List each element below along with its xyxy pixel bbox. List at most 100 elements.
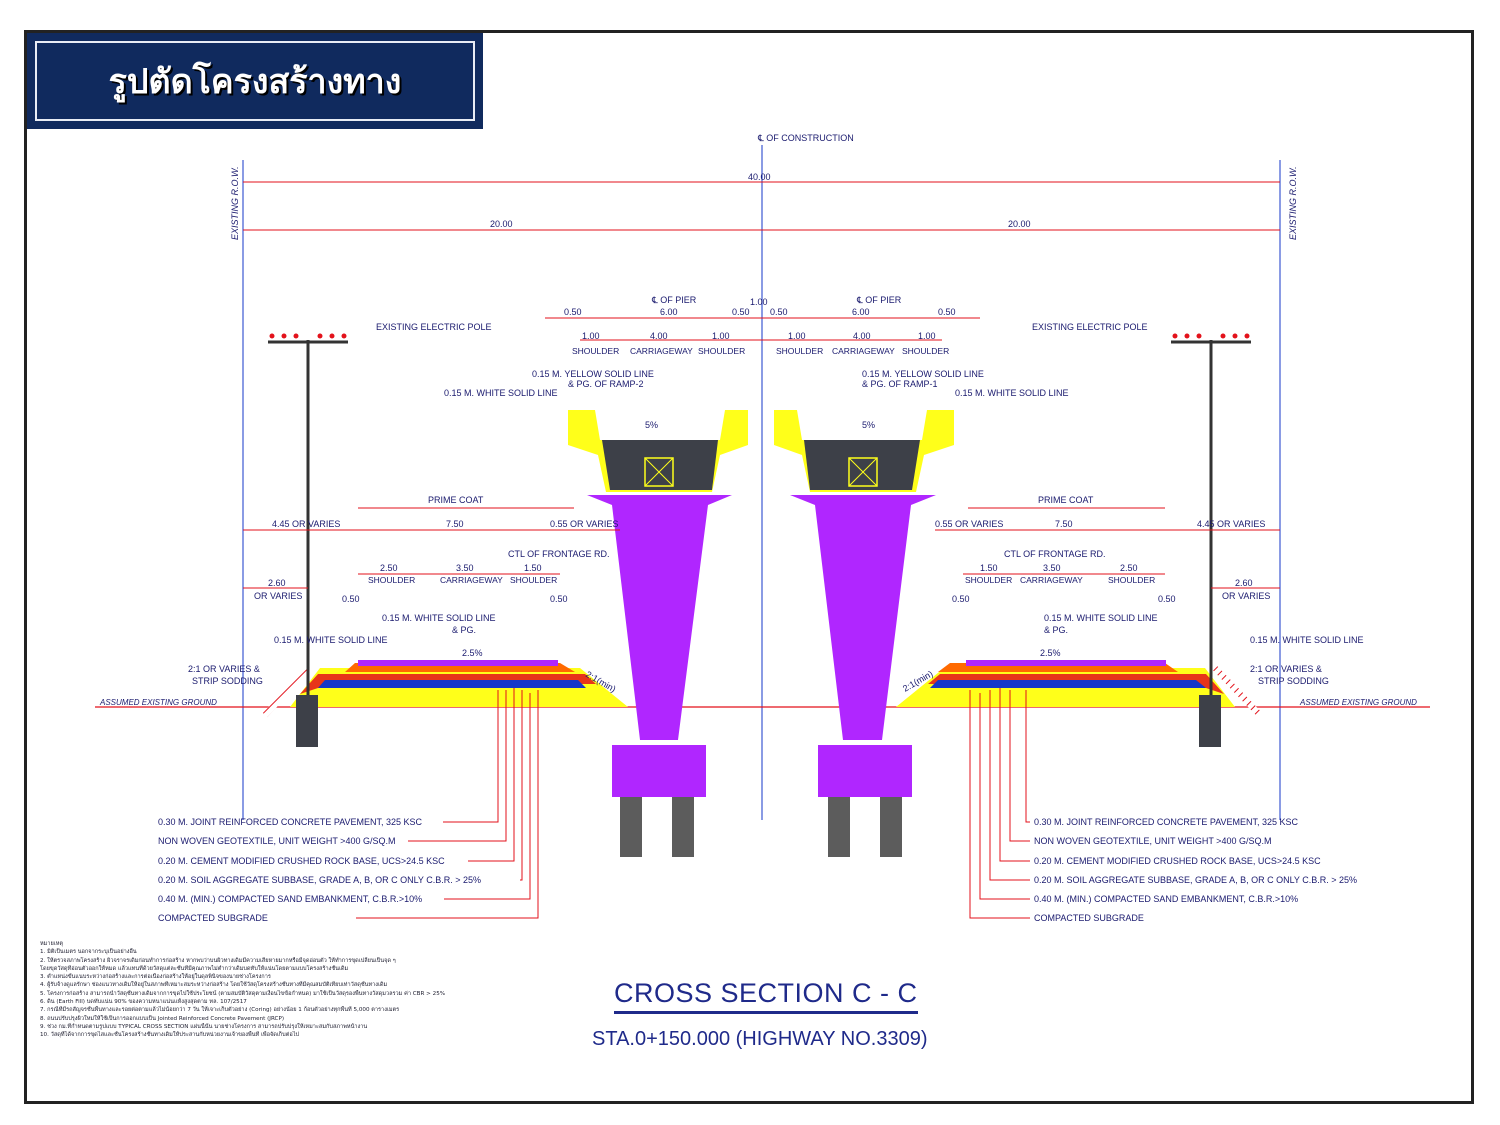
note-line: 3. ตำแหน่งขั้นแนบระหว่างก่อสร้างและการต่… (40, 974, 271, 981)
embank-slope-right: 2:1 OR VARIES & (1250, 664, 1322, 674)
layer-leader-lines (356, 688, 1030, 919)
dim-half-right: 20.00 (1008, 219, 1031, 229)
note-line: 8. ถนนปรับปรุงผิวใหม่ให้ใช้เป็นการออกแบบ… (40, 1015, 285, 1022)
electric-pole-label-left: EXISTING ELECTRIC POLE (376, 322, 492, 332)
ctl-frontage-right: CTL OF FRONTAGE RD. (1004, 549, 1106, 559)
pg-ramp1-label: & PG. OF RAMP-1 (862, 379, 938, 389)
station-label: STA.0+150.000 (HIGHWAY NO.3309) (592, 1028, 928, 1050)
layer-labels-left: 0.30 M. JOINT REINFORCED CONCRETE PAVEME… (158, 817, 481, 923)
shoulder-label-4: SHOULDER (902, 346, 949, 356)
dim-shoulder-4: 1.00 (918, 331, 936, 341)
ground-label-right: ASSUMED EXISTING GROUND (1299, 698, 1417, 707)
dim-median: 1.00 (750, 297, 768, 307)
dim-small-1: 0.50 (342, 594, 360, 604)
dim-shoulder-2: 1.00 (712, 331, 730, 341)
electric-pole-label-right: EXISTING ELECTRIC POLE (1032, 322, 1148, 332)
yellow-line-label-right: 0.15 M. YELLOW SOLID LINE (862, 369, 984, 379)
right-row-label: EXISTING R.O.W. (1288, 166, 1298, 240)
layer-label-left-6: COMPACTED SUBGRADE (158, 913, 268, 923)
dim-total: 40.00 (748, 172, 771, 182)
cross-section-title: CROSS SECTION C - C (614, 978, 918, 1014)
dim-deck-left: 6.00 (660, 307, 678, 317)
layer-labels-right: 0.30 M. JOINT REINFORCED CONCRETE PAVEME… (1034, 817, 1357, 923)
layer-label-left-5: 0.40 M. (MIN.) COMPACTED SAND EMBANKMENT… (158, 894, 422, 904)
note-line: 2. ให้ตรวจสภาพโครงสร้าง ผิวจราจรเดิมก่อน… (40, 957, 396, 964)
dim-edge-3: 0.50 (770, 307, 788, 317)
dim-carriageway-right: 4.00 (853, 331, 871, 341)
deck-slope-right: 5% (862, 420, 875, 430)
embank-slope-left: 2:1 OR VARIES & (188, 664, 260, 674)
page-title: รูปตัดโครงสร้างทาง (108, 62, 402, 102)
dim-fr-shoulder-left: 2.50 (380, 563, 398, 573)
dim-inner-left: 0.55 OR VARIES (550, 519, 618, 529)
dim-half-left: 20.00 (490, 219, 513, 229)
white-line-label-right: 0.15 M. WHITE SOLID LINE (955, 388, 1069, 398)
note-line: 4. ผู้รับจ้างดูแลรักษา ช่องแนวทางเดิมให้… (40, 982, 388, 989)
dim-fr-carriageway-left: 3.50 (456, 563, 474, 573)
note-line: โดยขุดวัสดุที่อ่อนตัวออกให้หมด แล้วแทนที… (40, 965, 349, 972)
dim-shoulder-1: 1.00 (582, 331, 600, 341)
dim-small-3: 0.50 (952, 594, 970, 604)
dim-inner-right: 0.55 OR VARIES (935, 519, 1003, 529)
dim-offset-left: 4.45 OR VARIES (272, 519, 340, 529)
left-pier (568, 410, 748, 857)
pg-ramp2-label: & PG. OF RAMP-2 (568, 379, 644, 389)
title-frame: รูปตัดโครงสร้างทาง (35, 41, 475, 121)
dim-offset-right: 4.45 OR VARIES (1197, 519, 1265, 529)
pole-varies-right: OR VARIES (1222, 591, 1270, 601)
fr-shoulder-label-right: SHOULDER (965, 575, 1012, 585)
left-row-label: EXISTING R.O.W. (230, 166, 240, 240)
left-electric-pole (268, 333, 348, 747)
carriageway-label-1: CARRIAGEWAY (630, 346, 693, 356)
layer-label-left-4: 0.20 M. SOIL AGGREGATE SUBBASE, GRADE A,… (158, 875, 481, 885)
white-line-pg-right: 0.15 M. WHITE SOLID LINE (1044, 613, 1158, 623)
layer-label-right-2: NON WOVEN GEOTEXTILE, UNIT WEIGHT >400 G… (1034, 836, 1271, 846)
left-embankment (262, 660, 628, 718)
yellow-line-label-left: 0.15 M. YELLOW SOLID LINE (532, 369, 654, 379)
right-electric-pole (1171, 333, 1251, 747)
pole-varies-left: OR VARIES (254, 591, 302, 601)
overall-dimension-lines (243, 181, 1280, 231)
fr-shoulder-label-left: SHOULDER (368, 575, 415, 585)
shoulder-label-2: SHOULDER (698, 346, 745, 356)
note-line: 5. โครงการก่อสร้าง สามารถนำวัสดุชั้นทางเ… (40, 990, 446, 997)
deck-slope-left: 5% (645, 420, 658, 430)
ramp-dim-lines (243, 317, 1280, 589)
drawing-frame (24, 30, 1474, 1104)
dim-pole-right: 2.60 (1235, 578, 1253, 588)
centerline-label: ℄ OF CONSTRUCTION (757, 133, 854, 143)
dim-edge-4: 0.50 (938, 307, 956, 317)
dim-edge-1: 0.50 (564, 307, 582, 317)
layer-label-right-6: COMPACTED SUBGRADE (1034, 913, 1144, 923)
dim-prime-left: 7.50 (446, 519, 464, 529)
dim-small-4: 0.50 (1158, 594, 1176, 604)
layer-label-right-5: 0.40 M. (MIN.) COMPACTED SAND EMBANKMENT… (1034, 894, 1298, 904)
dim-fr-carriageway-right: 3.50 (1043, 563, 1061, 573)
prime-coat-right: PRIME COAT (1038, 495, 1094, 505)
dim-edge-2: 0.50 (732, 307, 750, 317)
dim-shoulder-3: 1.00 (788, 331, 806, 341)
dim-pole-left: 2.60 (268, 578, 286, 588)
shoulder-label-1: SHOULDER (572, 346, 619, 356)
road-slope-right: 2.5% (1040, 648, 1061, 658)
right-embankment (896, 660, 1263, 718)
fr-shoulder2-label-left: SHOULDER (510, 575, 557, 585)
fr-carriageway-label-right: CARRIAGEWAY (1020, 575, 1083, 585)
right-pier-label: ℄ OF PIER (856, 295, 902, 305)
dim-fr-inner-left: 1.50 (524, 563, 542, 573)
note-line: หมายเหตุ (40, 941, 64, 947)
dim-carriageway-left: 4.00 (650, 331, 668, 341)
dim-prime-right: 7.50 (1055, 519, 1073, 529)
layer-label-right-1: 0.30 M. JOINT REINFORCED CONCRETE PAVEME… (1034, 817, 1299, 827)
layer-label-right-4: 0.20 M. SOIL AGGREGATE SUBBASE, GRADE A,… (1034, 875, 1357, 885)
dim-fr-inner-right: 1.50 (980, 563, 998, 573)
right-pier (774, 410, 954, 857)
dim-small-2: 0.50 (550, 594, 568, 604)
white-line-pg-left: 0.15 M. WHITE SOLID LINE (382, 613, 496, 623)
note-line: 10. วัสดุที่ได้จากการขุดไสและชั้นโครงสร้… (40, 1032, 300, 1039)
note-line: 1. มิติเป็นเมตร นอกจากระบุเป็นอย่างอื่น (40, 949, 137, 956)
left-pier-label: ℄ OF PIER (651, 295, 697, 305)
fr-carriageway-label-left: CARRIAGEWAY (440, 575, 503, 585)
layer-label-left-2: NON WOVEN GEOTEXTILE, UNIT WEIGHT >400 G… (158, 836, 395, 846)
